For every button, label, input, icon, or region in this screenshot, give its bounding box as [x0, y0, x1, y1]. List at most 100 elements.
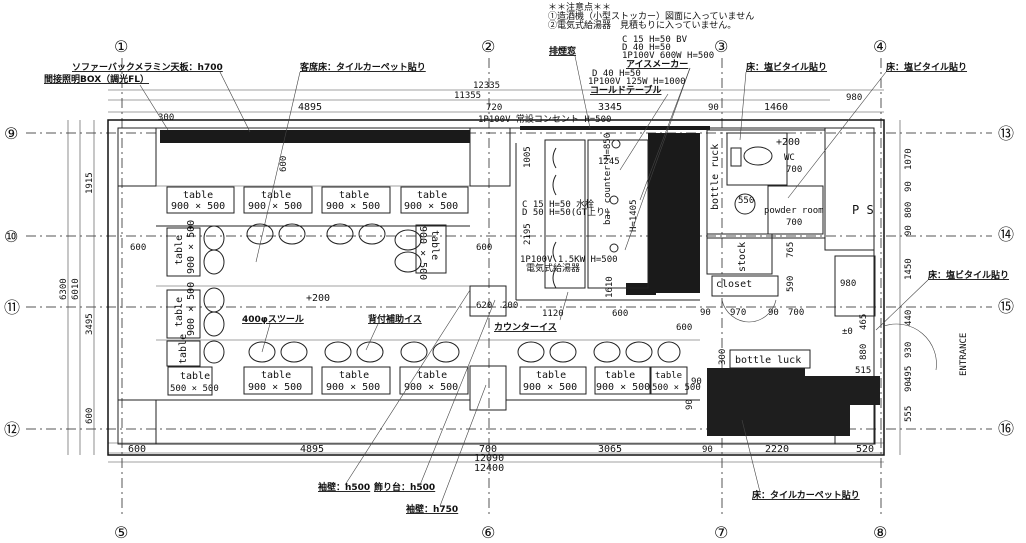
grid-marker-12: ⑫	[4, 420, 20, 439]
closet-label: closet	[716, 279, 752, 290]
wc-label: WC	[784, 153, 795, 163]
dim-inner: 465	[859, 314, 869, 330]
bottle-rack-label: bottle ruck	[710, 144, 721, 210]
bar-counter-end	[626, 283, 656, 295]
grid-marker-10: ⑩	[4, 227, 18, 246]
table-label: table	[605, 370, 635, 381]
water-spec: D 50 H=50(GT上り)	[522, 207, 610, 218]
table-label: table	[655, 371, 682, 381]
dim-inner: 90	[768, 308, 779, 318]
table-label: table	[429, 230, 440, 260]
service-rooms: 550 +200 WC 700 powder room 700 bottle r…	[676, 129, 969, 410]
table-size: 900 × 500	[326, 201, 380, 212]
level-label: +200	[306, 293, 330, 304]
dim-top: 300	[158, 113, 174, 123]
chairs	[203, 223, 681, 364]
floor-vinyl-label: 床：塩ビタイル貼り	[928, 269, 1009, 281]
dim-left: 600	[85, 408, 95, 424]
table-label: table	[261, 370, 291, 381]
dim-inner: 1120	[542, 309, 564, 319]
dim-inner: 1610	[605, 276, 615, 298]
dim-left: 6010	[71, 278, 81, 300]
entrance-label: ENTRANCE	[959, 333, 969, 376]
carpet-area	[707, 368, 880, 436]
table-label: table	[178, 334, 189, 364]
tables-side: table 900 × 500 table 900 × 500 table ta…	[166, 220, 447, 396]
notes-line1: ①造酒機（小型ストッカー）図面に入っていません	[548, 10, 754, 22]
grid-marker-6: ⑥	[481, 523, 495, 542]
table-size: 900 × 500	[326, 382, 380, 393]
floor-vinyl-label: 床：塩ビタイル貼り	[886, 61, 967, 73]
grid-marker-3: ③	[714, 37, 728, 56]
dim-inner: 700	[786, 165, 802, 175]
dim-right: 930	[904, 342, 914, 358]
dim-inner: 600	[130, 243, 146, 253]
table-label: table	[174, 297, 185, 327]
table-size: 900 × 500	[596, 382, 650, 393]
dim-inner: 620	[476, 301, 492, 311]
dim-inner: 2195	[523, 223, 533, 245]
table-label: table	[417, 190, 447, 201]
dim-bottom: 600	[128, 444, 146, 455]
table-size: 900 × 500	[171, 201, 225, 212]
dim-right: 90	[904, 181, 914, 192]
bar-counter	[648, 133, 700, 293]
dim-inner: 980	[840, 279, 856, 289]
notes: ＊＊注意点＊＊ ①造酒機（小型ストッカー）図面に入っていません ②電気式給湯器 …	[548, 1, 754, 31]
grid-marker-16: ⑯	[998, 419, 1014, 438]
ps-label: P S	[852, 203, 874, 217]
floor-vinyl-label: 床：塩ビタイル貼り	[746, 61, 827, 73]
dim-right: 1450	[904, 258, 914, 280]
grid-marker-1: ①	[114, 37, 128, 56]
dimension-lines: 12335 11355 4895 720 3345 90 1460 980 30…	[59, 81, 914, 474]
dim-inner: 590	[786, 276, 796, 292]
dim-inner: 600	[279, 156, 289, 172]
deco-500-label: 飾り台：h500	[374, 481, 435, 493]
bottle-luck-label: bottle luck	[735, 355, 801, 366]
dim-inner: 970	[730, 308, 746, 318]
wall-750-label: 袖壁：h750	[405, 503, 458, 515]
table-size: 900 × 500	[523, 382, 577, 393]
cold-table-spec: D 40 H=50	[592, 69, 641, 79]
counter-chair-label: カウンターイス	[494, 321, 557, 333]
outlet-label: 1P100V 常設コンセント H=500	[478, 113, 611, 125]
indirect-light-label: 間接照明BOX（調光FL）	[44, 73, 149, 85]
table-label: table	[339, 190, 369, 201]
dim-bottom-inner: 12090	[474, 453, 504, 464]
counter-height-label: H=1405	[629, 199, 639, 232]
dim-left: 3495	[85, 313, 95, 335]
dim-bottom: 4895	[300, 444, 324, 455]
notes-title: ＊＊注意点＊＊	[548, 1, 611, 13]
dim-inner: 600	[476, 243, 492, 253]
cold-table-spec: 1P100V 125W H=1000	[588, 77, 686, 87]
dim-top: 720	[486, 103, 502, 113]
table-size: 900 × 500	[404, 382, 458, 393]
grid-marker-15: ⑮	[998, 297, 1014, 316]
seat-floor-label: 客席床：タイルカーペット貼り	[299, 61, 426, 73]
dim-inner: 600	[676, 323, 692, 333]
table-size: 500 × 500	[170, 384, 219, 394]
dim-inner: 1245	[598, 157, 620, 167]
dim-bottom: 90	[702, 445, 713, 455]
dim-top: 1460	[764, 102, 788, 113]
cold-table-label: コールドテーブル	[590, 84, 661, 96]
grid-marker-4: ④	[873, 37, 887, 56]
dim-inner: 300	[718, 349, 728, 365]
exhaust-window	[520, 126, 710, 130]
grid-marker-14: ⑭	[998, 225, 1014, 244]
dim-right: 800	[904, 202, 914, 218]
sofa-back-counter	[160, 130, 470, 143]
table-label: table	[261, 190, 291, 201]
water-spec: C 15 H=50 水栓	[522, 198, 594, 210]
bar-counter-label: bar counter H=850	[603, 133, 613, 225]
dim-right: 90	[904, 381, 914, 392]
